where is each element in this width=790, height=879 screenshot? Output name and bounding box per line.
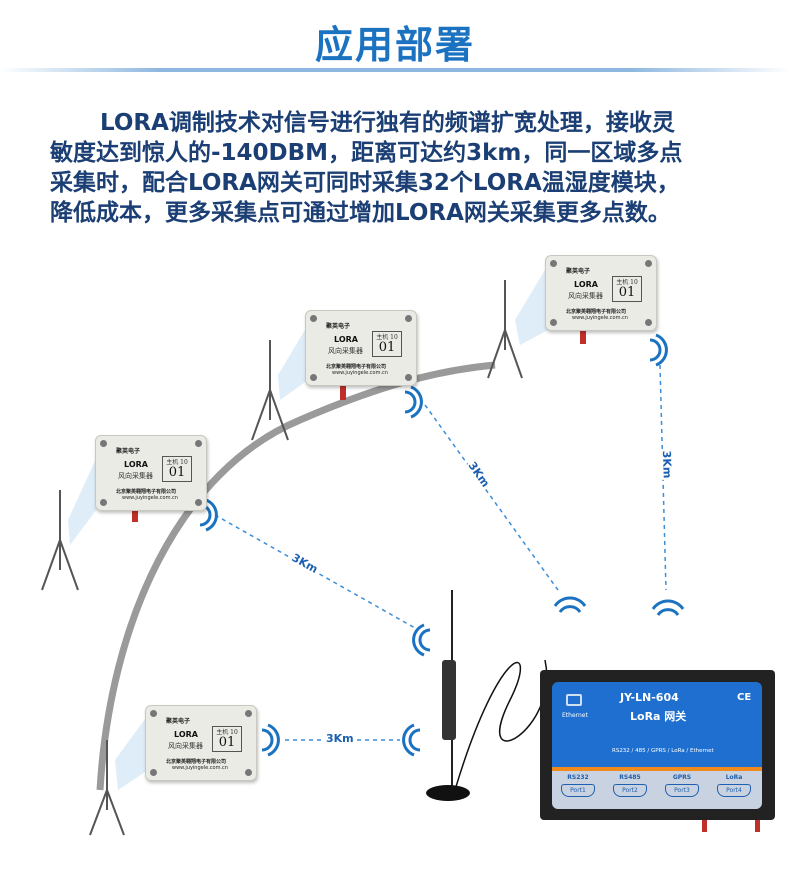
sensor-name: 风向采集器 xyxy=(328,347,363,355)
port-label: RS232 xyxy=(567,774,589,781)
ethernet-label: Ethernet xyxy=(562,712,588,719)
company: 北京聚英翱翔电子有限公司 xyxy=(326,364,387,370)
title-divider xyxy=(0,68,790,72)
company: 北京聚英翱翔电子有限公司 xyxy=(116,489,177,495)
description: LORA调制技术对信号进行独有的频谱扩宽处理，接收灵 敏度达到惊人的-140DB… xyxy=(50,108,750,228)
sensor-number: 01 xyxy=(168,465,186,480)
brand-logo: 聚英电子 xyxy=(326,323,351,330)
distance-label: 3Km xyxy=(325,732,355,745)
sensor-name: 风向采集器 xyxy=(168,742,203,750)
port-connector: Port4 xyxy=(717,784,751,797)
url: www.juyingele.com.cn xyxy=(572,315,628,321)
brand-logo: 聚英电子 xyxy=(566,268,591,275)
gateway-features: RS232 / 485 / GPRS / LoRa / Ethernet xyxy=(612,748,714,754)
port-3: GPRS Port3 xyxy=(660,771,704,797)
gateway-model: JY-LN-604 xyxy=(620,691,679,704)
wireless-signal-icon xyxy=(199,333,685,757)
gateway-name: LoRa 网关 xyxy=(630,710,687,723)
port-label: RS485 xyxy=(619,774,641,781)
ce-mark: CE xyxy=(737,692,752,703)
sensor-name: 风向采集器 xyxy=(118,472,153,480)
url: www.juyingele.com.cn xyxy=(172,765,228,771)
host-label: 主机 10 xyxy=(166,459,188,466)
description-line: 采集时，配合LORA网关可同时采集32个LORA温湿度模块， xyxy=(50,170,680,196)
sensor-type: LORA xyxy=(574,280,598,289)
host-label: 主机 10 xyxy=(616,279,638,286)
sensor-number: 01 xyxy=(218,735,236,750)
distance-label: 3Km xyxy=(659,449,674,480)
port-connector: Port1 xyxy=(561,784,595,797)
page-title: 应用部署 xyxy=(314,23,475,67)
port-label: LoRa xyxy=(725,774,743,781)
host-label: 主机 10 xyxy=(216,729,238,736)
company: 北京聚英翱翔电子有限公司 xyxy=(566,309,627,315)
port-connector: Port3 xyxy=(665,784,699,797)
url: www.juyingele.com.cn xyxy=(332,370,388,376)
port-connector: Port2 xyxy=(613,784,647,797)
description-line: 敏度达到惊人的-140DBM，距离可达约3km，同一区域多点 xyxy=(50,140,683,166)
brand-logo: 聚英电子 xyxy=(116,448,141,455)
description-line: 降低成本，更多采集点可通过增加LORA网关采集更多点数。 xyxy=(50,200,671,226)
sensor-type: LORA xyxy=(124,460,148,469)
brand-logo: 聚英电子 xyxy=(166,718,191,725)
antenna-icon xyxy=(426,590,548,801)
weather-station-icon xyxy=(41,280,523,836)
accent-stripe xyxy=(552,767,762,771)
lora-gateway: Ethernet JY-LN-604 LoRa 网关 CE RS232 / 48… xyxy=(540,670,775,820)
company: 北京聚英翱翔电子有限公司 xyxy=(166,759,227,765)
coverage-arc xyxy=(96,361,496,791)
port-label: GPRS xyxy=(672,774,692,781)
ethernet-icon xyxy=(566,694,582,706)
sensor-type: LORA xyxy=(334,335,358,344)
description-line: LORA调制技术对信号进行独有的频谱扩宽处理，接收灵 xyxy=(100,110,675,136)
host-label: 主机 10 xyxy=(376,334,398,341)
url: www.juyingele.com.cn xyxy=(122,495,178,501)
sensor-number: 01 xyxy=(618,285,636,300)
dashed-link xyxy=(424,404,559,591)
sensor-name: 风向采集器 xyxy=(568,292,603,300)
sensor-number: 01 xyxy=(378,340,396,355)
sensor-type: LORA xyxy=(174,730,198,739)
